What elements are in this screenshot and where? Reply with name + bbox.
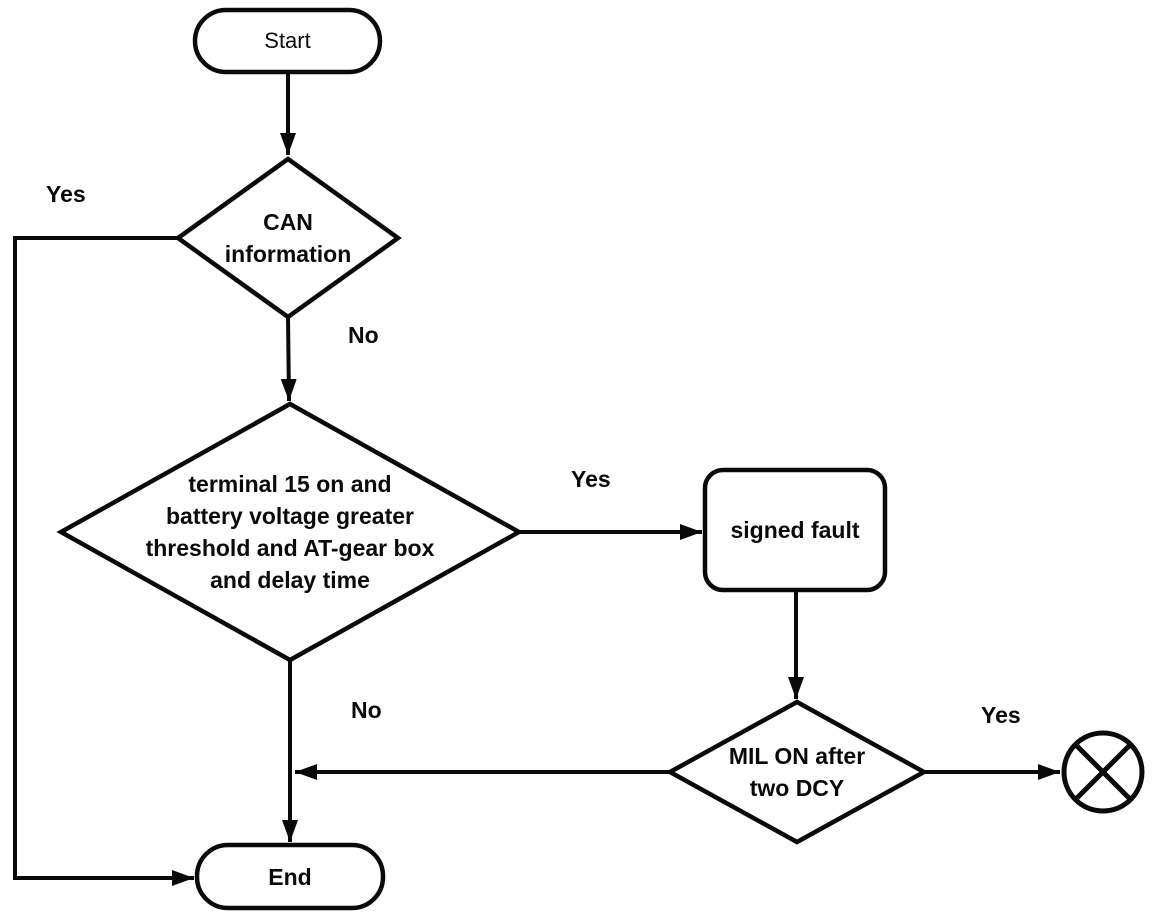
start-node-label: Start xyxy=(264,28,311,53)
edge-label-conditions-yes: Yes xyxy=(571,466,611,492)
edge-label-can-yes: Yes xyxy=(46,181,86,207)
circle-x-icon xyxy=(1061,730,1145,814)
end-node-label: End xyxy=(268,863,312,890)
arrow-can-yes-to-end xyxy=(13,236,194,886)
can-information-node-label: CAN information xyxy=(224,209,352,267)
arrow-can-no-to-conditions xyxy=(280,316,297,402)
edge-label-mil-yes: Yes xyxy=(981,702,1021,728)
edge-label-can-no: No xyxy=(348,322,379,348)
mil-on-node-label: MIL ON after two DCY xyxy=(728,743,866,801)
signed-fault-node-shape xyxy=(702,467,888,593)
conditions-node-label: terminal 15 on and battery voltage great… xyxy=(145,471,435,593)
start-node-shape xyxy=(192,7,383,75)
mil-on-decision-shape xyxy=(665,699,929,845)
can-information-decision-shape xyxy=(174,156,402,320)
signed-fault-node-label: signed fault xyxy=(730,517,860,543)
edge-label-conditions-no: No xyxy=(351,697,382,723)
end-node-shape xyxy=(194,842,386,911)
conditions-decision-shape xyxy=(56,401,524,663)
